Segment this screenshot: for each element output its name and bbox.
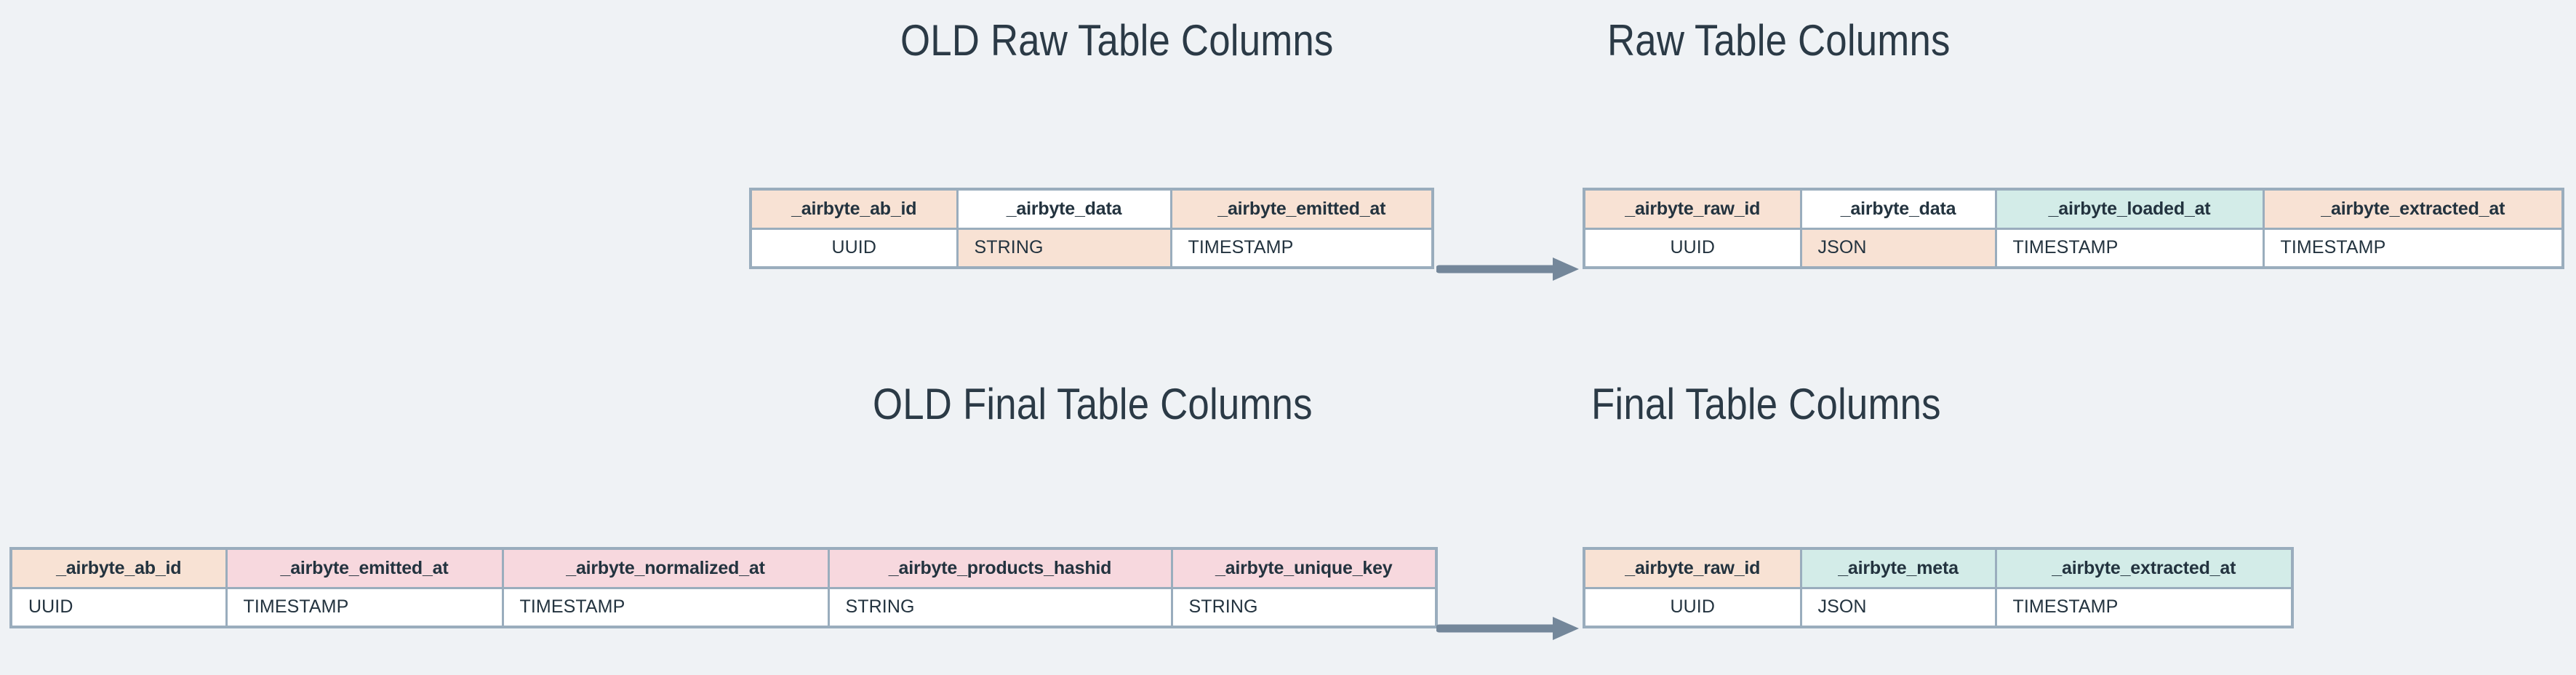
table-raw-columns: _airbyte_raw_id _airbyte_data _airbyte_l… [1583, 188, 2564, 269]
column-header-cell: _airbyte_data [956, 188, 1172, 230]
column-header-cell: _airbyte_extracted_at [2262, 188, 2564, 230]
table-row-header: _airbyte_raw_id _airbyte_data _airbyte_l… [1583, 188, 2564, 230]
title-raw-table-columns: Raw Table Columns [1607, 16, 1951, 65]
column-type-cell: JSON [1799, 586, 1997, 628]
column-type-cell: STRING [956, 227, 1172, 269]
column-type-cell: UUID [1583, 227, 1802, 269]
arrow-right-icon [1436, 257, 1579, 281]
column-type-cell: UUID [749, 227, 959, 269]
column-header-cell: _airbyte_ab_id [749, 188, 959, 230]
column-header-cell: _airbyte_emitted_at [225, 547, 504, 589]
column-type-cell: TIMESTAMP [1994, 227, 2265, 269]
column-type-cell: STRING [1170, 586, 1438, 628]
table-row-header: _airbyte_raw_id _airbyte_meta _airbyte_e… [1583, 547, 2294, 589]
column-header-cell: _airbyte_loaded_at [1994, 188, 2265, 230]
column-header-cell: _airbyte_meta [1799, 547, 1997, 589]
column-header-cell: _airbyte_unique_key [1170, 547, 1438, 589]
title-old-final-table-columns: OLD Final Table Columns [873, 380, 1313, 428]
column-header-cell: _airbyte_normalized_at [501, 547, 830, 589]
column-type-cell: TIMESTAMP [501, 586, 830, 628]
column-header-cell: _airbyte_products_hashid [827, 547, 1173, 589]
column-type-cell: TIMESTAMP [1169, 227, 1434, 269]
column-type-cell: TIMESTAMP [225, 586, 504, 628]
table-row-types: UUID TIMESTAMP TIMESTAMP STRING STRING [9, 586, 1438, 628]
column-type-cell: TIMESTAMP [2262, 227, 2564, 269]
title-final-table-columns: Final Table Columns [1591, 380, 1941, 428]
title-old-raw-table-columns: OLD Raw Table Columns [900, 16, 1334, 65]
table-old-raw-columns: _airbyte_ab_id _airbyte_data _airbyte_em… [749, 188, 1434, 269]
table-row-types: UUID STRING TIMESTAMP [749, 227, 1434, 269]
column-header-cell: _airbyte_raw_id [1583, 188, 1802, 230]
column-type-cell: UUID [9, 586, 228, 628]
arrow-right-icon [1436, 617, 1579, 640]
table-row-types: UUID JSON TIMESTAMP TIMESTAMP [1583, 227, 2564, 269]
table-row-header: _airbyte_ab_id _airbyte_data _airbyte_em… [749, 188, 1434, 230]
column-header-cell: _airbyte_emitted_at [1169, 188, 1434, 230]
column-header-cell: _airbyte_raw_id [1583, 547, 1802, 589]
column-type-cell: JSON [1799, 227, 1997, 269]
table-row-types: UUID JSON TIMESTAMP [1583, 586, 2294, 628]
column-header-cell: _airbyte_data [1799, 188, 1997, 230]
table-row-header: _airbyte_ab_id _airbyte_emitted_at _airb… [9, 547, 1438, 589]
column-type-cell: STRING [827, 586, 1173, 628]
column-header-cell: _airbyte_extracted_at [1994, 547, 2294, 589]
table-final-columns: _airbyte_raw_id _airbyte_meta _airbyte_e… [1583, 547, 2294, 628]
column-type-cell: UUID [1583, 586, 1802, 628]
column-type-cell: TIMESTAMP [1994, 586, 2294, 628]
table-old-final-columns: _airbyte_ab_id _airbyte_emitted_at _airb… [9, 547, 1438, 628]
column-header-cell: _airbyte_ab_id [9, 547, 228, 589]
